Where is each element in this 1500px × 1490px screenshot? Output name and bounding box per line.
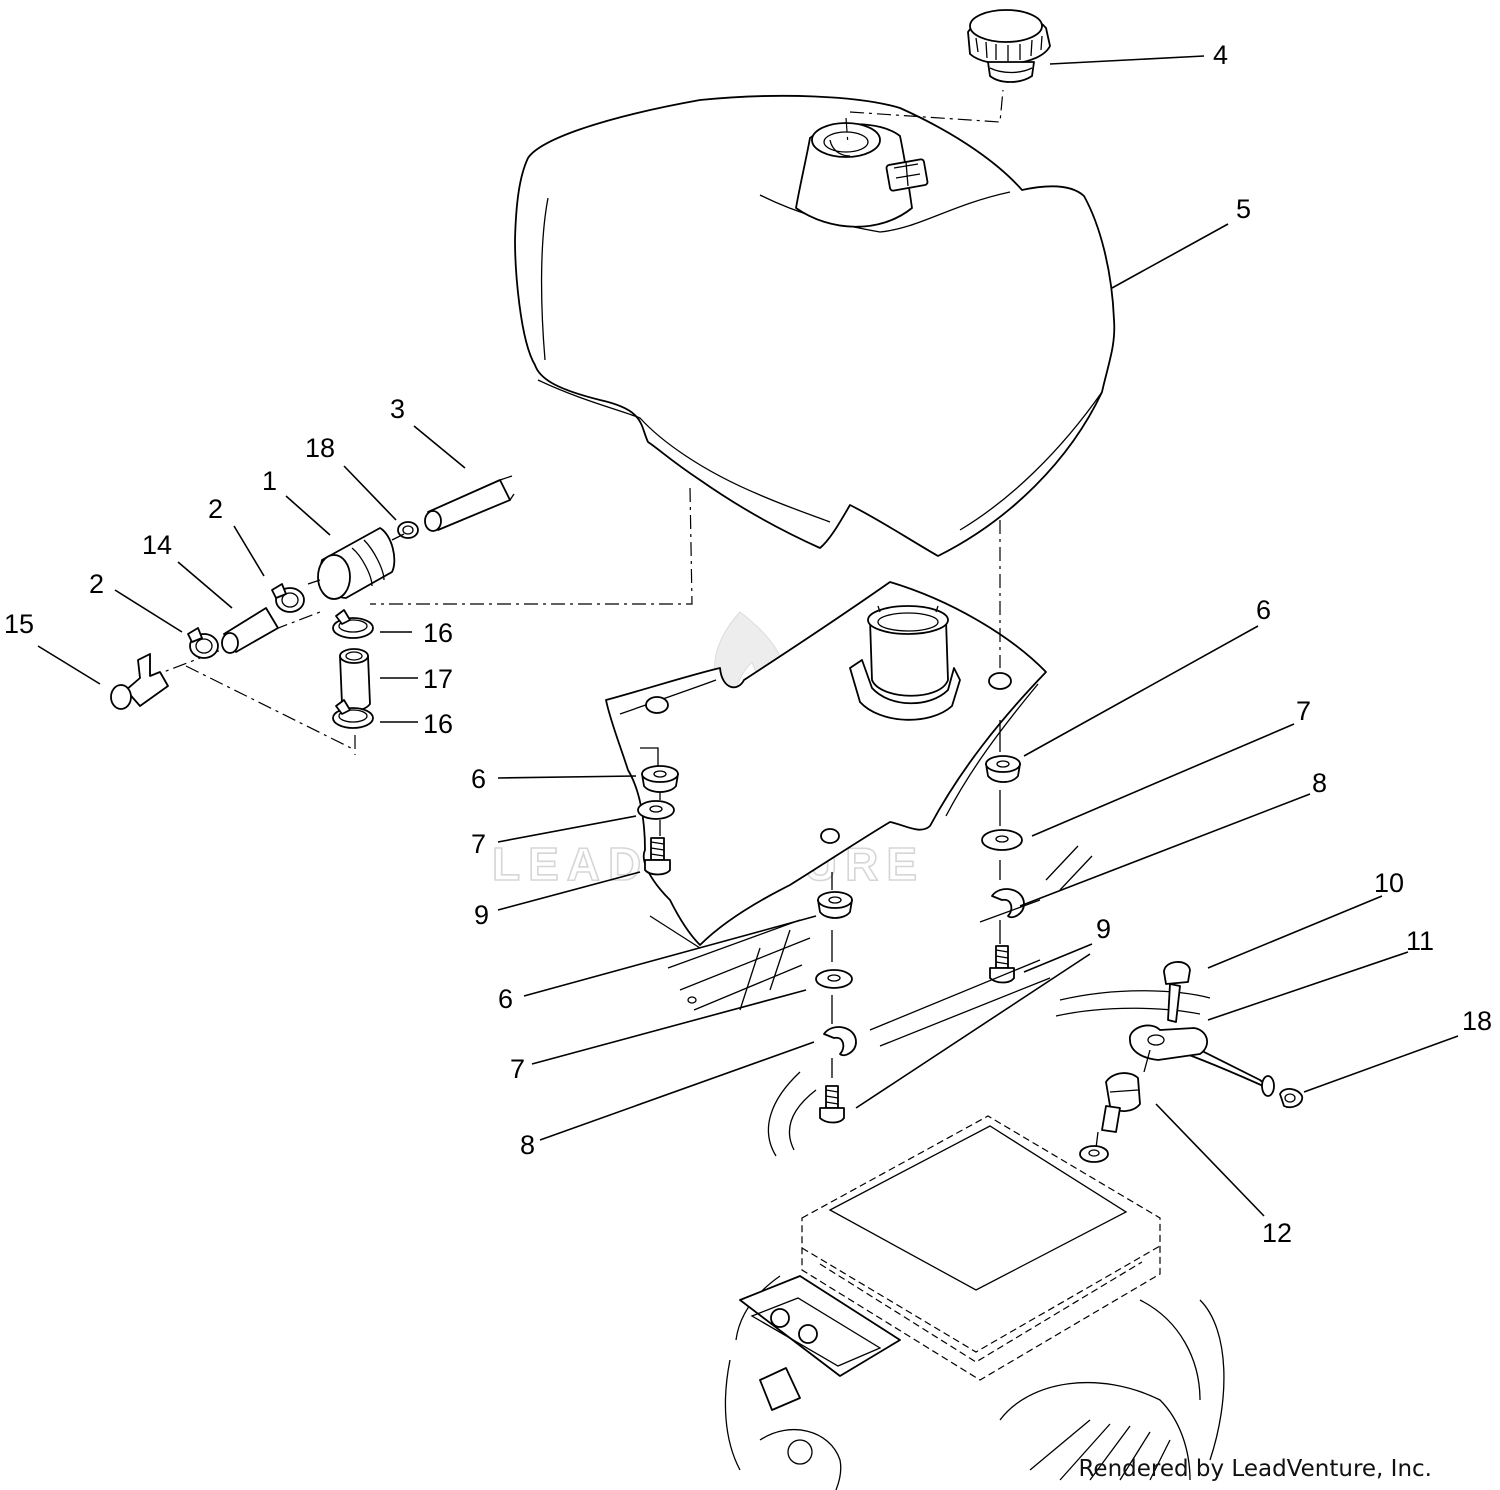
callout-8-center: 8 — [520, 1130, 535, 1160]
callout-18-right: 18 — [1462, 1006, 1492, 1036]
callout-7-center: 7 — [510, 1054, 525, 1084]
fuel-cap — [967, 9, 1051, 83]
callout-9-right: 9 — [1096, 914, 1111, 944]
frame-background — [649, 845, 1093, 1157]
callout-16-upper: 16 — [423, 618, 453, 648]
callout-10: 10 — [1374, 868, 1404, 898]
callout-14: 14 — [142, 530, 172, 560]
callout-4: 4 — [1213, 40, 1228, 70]
callout-3: 3 — [390, 394, 405, 424]
callout-9-left: 9 — [474, 900, 489, 930]
fuel-tank — [514, 94, 1116, 557]
hardware-left — [637, 765, 679, 876]
callout-12: 12 — [1262, 1218, 1292, 1248]
render-credit: Rendered by LeadVenture, Inc. — [1078, 1456, 1432, 1482]
callout-17: 17 — [423, 664, 453, 694]
callout-18-left: 18 — [305, 433, 335, 463]
callout-6-center: 6 — [498, 984, 513, 1014]
engine-fuel-line — [1055, 961, 1304, 1163]
callouts: 4 5 3 18 1 2 14 2 15 16 17 16 6 7 9 6 7 … — [4, 40, 1492, 1248]
fuel-line-assembly — [110, 475, 515, 729]
mounting-plate — [605, 581, 1047, 946]
callout-7-left: 7 — [471, 829, 486, 859]
callout-2-lower: 2 — [89, 569, 104, 599]
callout-5: 5 — [1236, 194, 1251, 224]
callout-1: 1 — [262, 466, 277, 496]
callout-6-left: 6 — [471, 764, 486, 794]
callout-6-right: 6 — [1256, 595, 1271, 625]
callout-16-lower: 16 — [423, 709, 453, 739]
engine-outline — [724, 1115, 1225, 1490]
callout-2-upper: 2 — [208, 494, 223, 524]
hardware-center — [815, 891, 857, 1124]
callout-15: 15 — [4, 609, 34, 639]
leader-lines — [37, 55, 1459, 1217]
callout-11: 11 — [1406, 926, 1434, 956]
callout-7-right: 7 — [1296, 696, 1311, 726]
callout-8-right: 8 — [1312, 768, 1327, 798]
hardware-right — [981, 755, 1025, 984]
